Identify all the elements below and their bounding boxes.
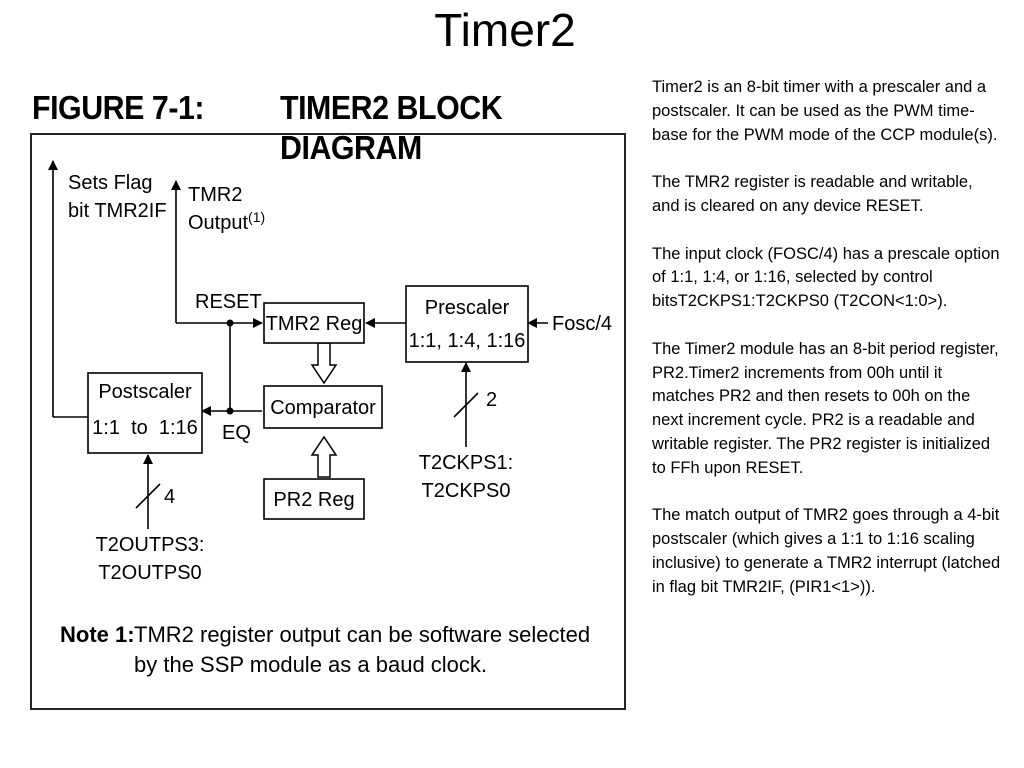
prescaler-ratios-label: 1:1, 1:4, 1:16 xyxy=(409,330,526,352)
description-paragraph: The input clock (FOSC/4) has a prescale … xyxy=(652,244,1000,311)
sets-flag-label: Sets Flag xyxy=(68,172,152,194)
eq-label: EQ xyxy=(222,422,251,444)
note-text: TMR2 register output can be software sel… xyxy=(134,622,591,677)
description-paragraph: The TMR2 register is readable and writab… xyxy=(652,173,973,215)
description-text: Timer2 is an 8-bit timer with a prescale… xyxy=(652,76,1002,623)
timer2-block-diagram: TMR2 Reg Comparator PR2 Reg Prescaler 1:… xyxy=(48,160,612,584)
postscaler-block xyxy=(87,372,203,454)
postscaler-bus-slash xyxy=(135,483,161,509)
pr2-reg-label: PR2 Reg xyxy=(273,489,354,511)
tmr2-reg-block xyxy=(263,302,365,344)
pr2-reg-block xyxy=(263,478,365,520)
tmr2-output-note-mark: (1) xyxy=(248,209,265,225)
description-paragraph: Timer2 is an 8-bit timer with a prescale… xyxy=(652,78,998,144)
postscaler-label: Postscaler xyxy=(98,381,192,403)
tmr2-output-label: TMR2 xyxy=(188,184,242,206)
tmr2-output-label-2: Output(1) xyxy=(188,209,265,234)
prescaler-bits-label: 2 xyxy=(486,389,497,411)
postscaler-bits-label: 4 xyxy=(164,486,175,508)
prescaler-bus-slash xyxy=(453,392,479,418)
tmr2-reg-label: TMR2 Reg xyxy=(266,313,363,335)
reset-junction-dot xyxy=(226,319,234,327)
prescaler-block xyxy=(405,285,529,363)
description-paragraph: The Timer2 module has an 8-bit period re… xyxy=(652,339,999,477)
description-paragraph: The match output of TMR2 goes through a … xyxy=(652,506,1001,596)
note-label: Note 1: xyxy=(60,622,135,647)
diagram-frame xyxy=(30,133,626,710)
comparator-label: Comparator xyxy=(270,397,376,419)
figure-label: FIGURE 7-1: xyxy=(32,89,205,126)
fosc-label: Fosc/4 xyxy=(552,313,612,335)
postscaler-select-label-2: T2OUTPS0 xyxy=(98,562,201,584)
prescaler-select-label: T2CKPS1: xyxy=(419,452,513,474)
figure-header: FIGURE 7-1: TIMER2 BLOCK DIAGRAM xyxy=(30,88,630,166)
eq-junction-dot xyxy=(226,407,234,415)
postscaler-ratios-label: 1:1 to 1:16 xyxy=(92,417,198,439)
slide-title: Timer2 xyxy=(434,4,576,56)
postscaler-select-label: T2OUTPS3: xyxy=(96,534,205,556)
tmr2-to-comparator-arrow xyxy=(310,342,338,385)
comparator-block xyxy=(263,385,383,429)
pr2-to-comparator-arrow xyxy=(310,435,338,478)
figure-title: TIMER2 BLOCK DIAGRAM xyxy=(280,89,503,166)
prescaler-select-label-2: T2CKPS0 xyxy=(422,480,511,502)
tmr2-output-text: Output xyxy=(188,212,248,234)
prescaler-label: Prescaler xyxy=(425,297,510,319)
reset-label: RESET xyxy=(195,291,262,313)
sets-flag-bit-label: bit TMR2IF xyxy=(68,200,167,222)
